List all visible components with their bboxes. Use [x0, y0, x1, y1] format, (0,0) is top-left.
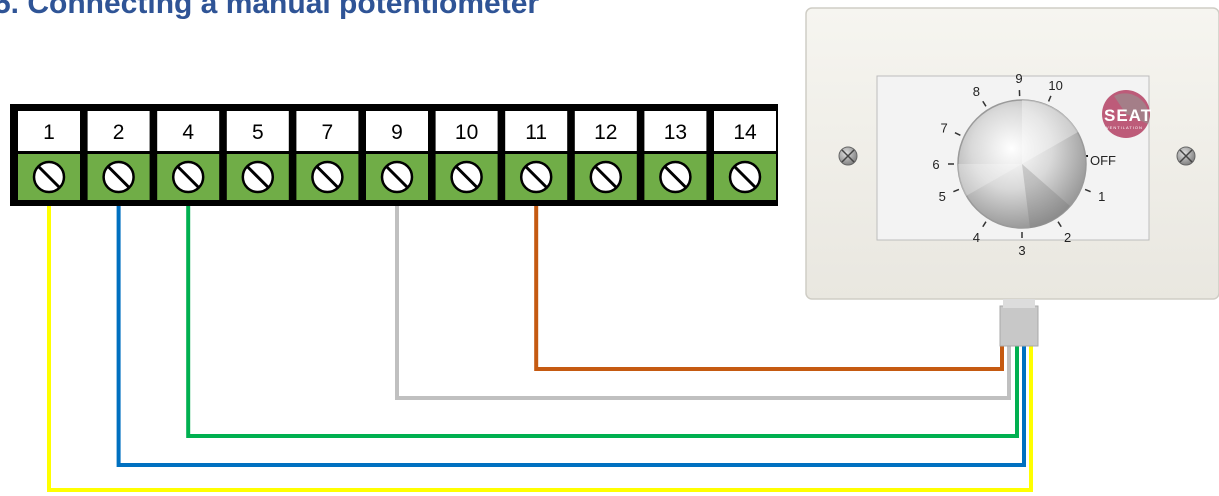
cable-gland	[1003, 299, 1035, 308]
terminal-9: 9	[366, 111, 428, 200]
screw-icon	[102, 160, 135, 194]
terminal-12: 12	[574, 111, 637, 200]
dial-label: 4	[973, 230, 980, 245]
terminal-label: 12	[594, 121, 617, 144]
dial-label: 5	[939, 189, 946, 204]
dial-tick	[1084, 188, 1091, 193]
terminal-label: 7	[322, 121, 334, 144]
terminal-label: 13	[664, 121, 687, 144]
terminal-2: 2	[87, 111, 150, 200]
terminal-10: 10	[435, 111, 498, 200]
dial-tick	[982, 100, 987, 107]
dial-label: 2	[1064, 230, 1071, 245]
terminal-label: 11	[525, 121, 547, 144]
dial-label: 7	[940, 121, 947, 136]
off-label: OFF	[1090, 153, 1116, 168]
terminal-1: 1	[18, 111, 80, 200]
terminal-7: 7	[296, 111, 359, 200]
dial-label: 8	[973, 84, 980, 99]
terminal-label: 9	[391, 121, 403, 144]
terminal-label: 1	[43, 121, 55, 144]
screw-icon	[171, 160, 205, 194]
dial-tick	[982, 221, 987, 228]
screw-icon	[519, 160, 553, 194]
brand-label: SEAT	[1104, 106, 1152, 125]
left-screw-icon	[838, 146, 858, 166]
screw-icon	[589, 160, 623, 194]
dial-tick	[1057, 221, 1062, 228]
potentiometer: 1 2 3 4 5 6 7 8 9 10 OFF SEAT VENTILATION	[805, 7, 1219, 347]
terminal-label: 4	[182, 121, 194, 144]
terminal-11: 11	[505, 111, 568, 200]
seat-logo: SEAT VENTILATION	[1102, 90, 1152, 138]
terminal-label: 10	[455, 121, 478, 144]
screw-icon	[32, 160, 66, 194]
wire-terminal-4	[186, 200, 1019, 438]
wires	[47, 200, 1033, 492]
dial-tick	[1047, 95, 1052, 102]
wire-terminal-1	[47, 200, 1033, 492]
dial-scale: 1 2 3 4 5 6 7 8 9 10	[932, 71, 1105, 258]
dial-label: 10	[1048, 78, 1062, 93]
dial-label: 9	[1015, 71, 1022, 86]
terminal-14: 14	[714, 111, 776, 200]
right-screw-icon	[1176, 146, 1196, 166]
screw-icon	[450, 160, 483, 194]
terminal-13: 13	[644, 111, 707, 200]
dial-label: 3	[1018, 243, 1025, 258]
terminal-label: 14	[733, 121, 757, 144]
screw-icon	[728, 160, 762, 194]
dial-tick	[954, 132, 961, 136]
wire-terminal-9	[395, 200, 1011, 400]
terminal-4: 4	[157, 111, 220, 200]
screw-icon	[380, 160, 414, 194]
wire-terminal-11	[534, 200, 1004, 371]
brand-sub-label: VENTILATION	[1106, 125, 1143, 130]
terminal-label: 2	[113, 121, 125, 144]
screw-icon	[659, 160, 692, 194]
dial-label: 1	[1098, 189, 1105, 204]
dial-knob	[957, 99, 1087, 229]
wire-terminal-2	[116, 200, 1026, 467]
terminal-5: 5	[226, 111, 289, 200]
page-title: 5. Connecting a manual potentiometer	[0, 0, 540, 20]
screw-icon	[241, 160, 275, 194]
dial-tick	[953, 188, 960, 193]
cable-grommet	[999, 305, 1039, 347]
screw-icon	[311, 160, 344, 194]
terminal-label: 5	[252, 121, 264, 144]
dial-label: 6	[932, 157, 939, 172]
